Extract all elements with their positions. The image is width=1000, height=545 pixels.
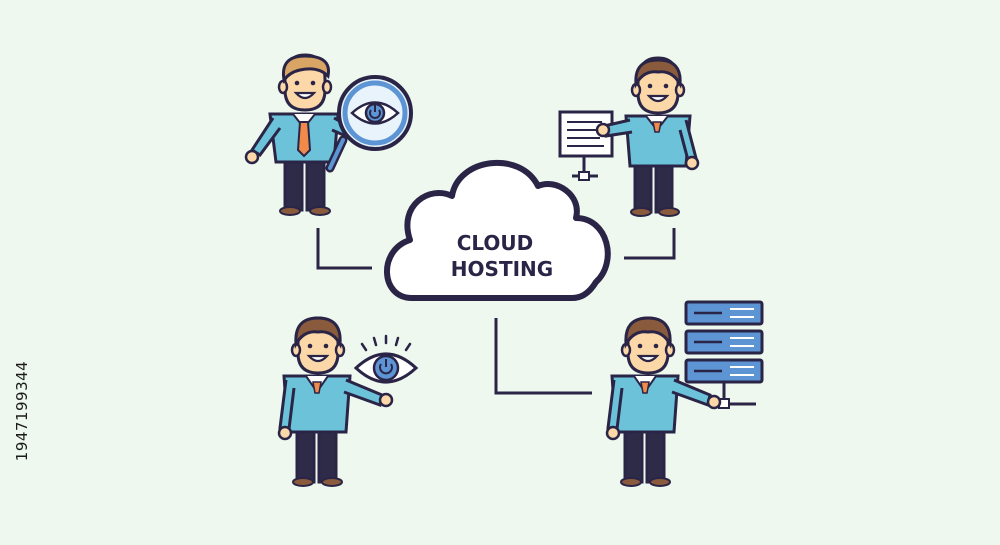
person-bottom-left bbox=[277, 316, 394, 487]
person-bottom-right bbox=[605, 316, 722, 487]
cloud-shape: CLOUD HOSTING bbox=[384, 159, 611, 301]
cloud-title-line1: CLOUD bbox=[457, 231, 534, 255]
person-top-left bbox=[244, 53, 354, 216]
magnifier-eye-icon bbox=[325, 75, 413, 173]
presentation-board-icon bbox=[558, 110, 614, 181]
eye-icon bbox=[353, 334, 419, 384]
stock-id-label: 1947199344 bbox=[13, 360, 31, 462]
cloud-title-line2: HOSTING bbox=[451, 257, 553, 281]
connector-lines bbox=[316, 228, 676, 395]
connector-top-left bbox=[316, 228, 372, 270]
person-top-right bbox=[595, 56, 700, 217]
connector-bottom bbox=[494, 318, 592, 395]
server-rack-icon bbox=[684, 300, 764, 409]
connector-top-right bbox=[624, 228, 676, 260]
